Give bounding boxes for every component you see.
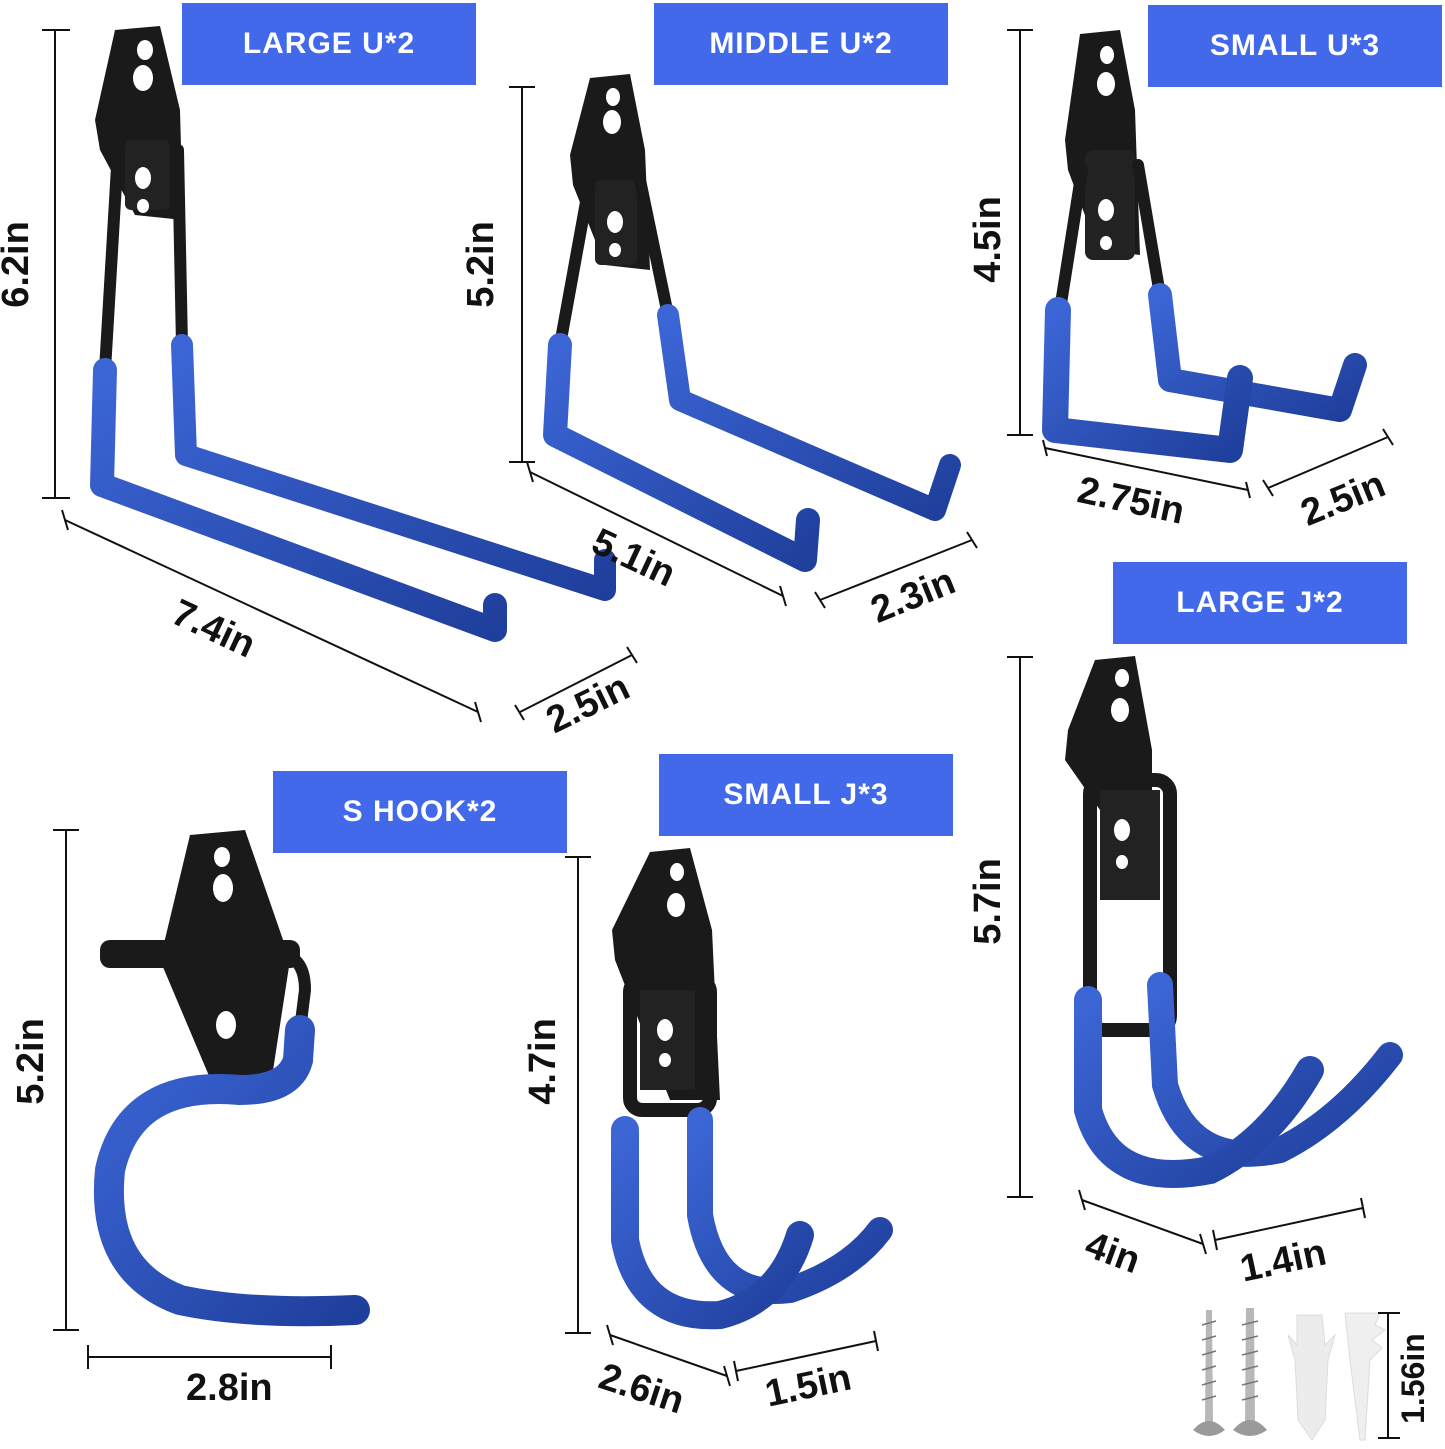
large-j-height-label: 5.7in: [966, 858, 1009, 945]
large-j-hook-icon: [1065, 656, 1403, 1188]
large-u-height-label: 6.2in: [0, 221, 37, 308]
s-hook-badge: S HOOK*2: [273, 771, 567, 853]
small-u-height-label: 4.5in: [966, 196, 1009, 283]
s-hook-icon: [93, 830, 370, 1327]
small-j-hook-icon: [611, 848, 893, 1330]
middle-u-height-label: 5.2in: [459, 221, 502, 308]
screw-icon: [1193, 1310, 1225, 1436]
s-hook-height-label: 5.2in: [9, 1018, 52, 1105]
large-j-badge: LARGE J*2: [1113, 562, 1407, 644]
large-u-badge: LARGE U*2: [182, 3, 476, 85]
drywall-anchor-icon: [1344, 1312, 1386, 1441]
small-u-hook-icon: [1042, 30, 1367, 463]
small-j-badge: SMALL J*3: [659, 754, 953, 836]
middle-u-hook-icon: [543, 74, 961, 572]
middle-u-badge: MIDDLE U*2: [654, 3, 948, 85]
s-hook-width-label: 2.8in: [186, 1367, 273, 1409]
wall-anchor-icon: [1287, 1314, 1336, 1441]
dimension-lines: [42, 29, 1400, 1439]
large-u-hook-icon: [90, 26, 616, 642]
small-j-height-label: 4.7in: [521, 1018, 564, 1105]
hardware-icon: [1193, 1308, 1386, 1441]
screw-icon: [1233, 1308, 1267, 1436]
small-u-badge: SMALL U*3: [1148, 5, 1442, 87]
hardware-length-label: 1.56in: [1394, 1333, 1431, 1424]
